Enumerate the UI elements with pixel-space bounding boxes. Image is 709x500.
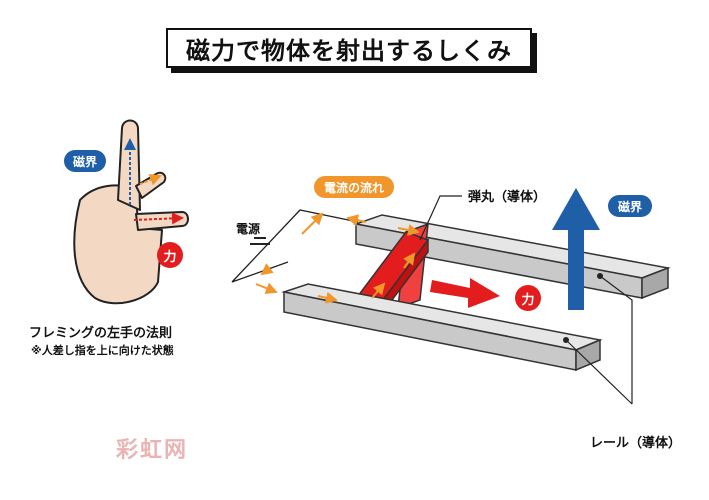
power-source-symbol: [250, 237, 270, 245]
magnetic-field-arrow: [552, 188, 600, 310]
current-flow-badge: 電流の流れ: [314, 176, 394, 198]
bullet-label: 弾丸（導体）: [468, 190, 547, 205]
leader-lines: [419, 195, 633, 405]
hand-illustration: [73, 119, 189, 305]
hand-force-badge: 力: [157, 242, 183, 268]
watermark: 彩虹网: [116, 438, 189, 463]
power-source-label: 電源: [236, 222, 261, 236]
current-arrows: [255, 212, 420, 304]
page-title: 磁力で物体を射出するしくみ: [166, 28, 532, 68]
hand-magnetic-field-badge: 磁界: [64, 150, 106, 172]
rail-label: レール（導体）: [590, 436, 682, 451]
fleming-rule-note: ※人差し指を上に向けた状態: [31, 344, 174, 357]
hand-force-arrow: [133, 212, 184, 225]
force-arrow: [430, 278, 500, 308]
rail-force-badge: 力: [515, 285, 541, 311]
fleming-rule-caption: フレミングの左手の法則: [29, 326, 173, 341]
rail-magnetic-field-badge: 磁界: [608, 195, 652, 217]
circuit-wire: [231, 209, 359, 283]
hand-current-arrow: [139, 174, 162, 186]
front-rail: [281, 283, 603, 372]
